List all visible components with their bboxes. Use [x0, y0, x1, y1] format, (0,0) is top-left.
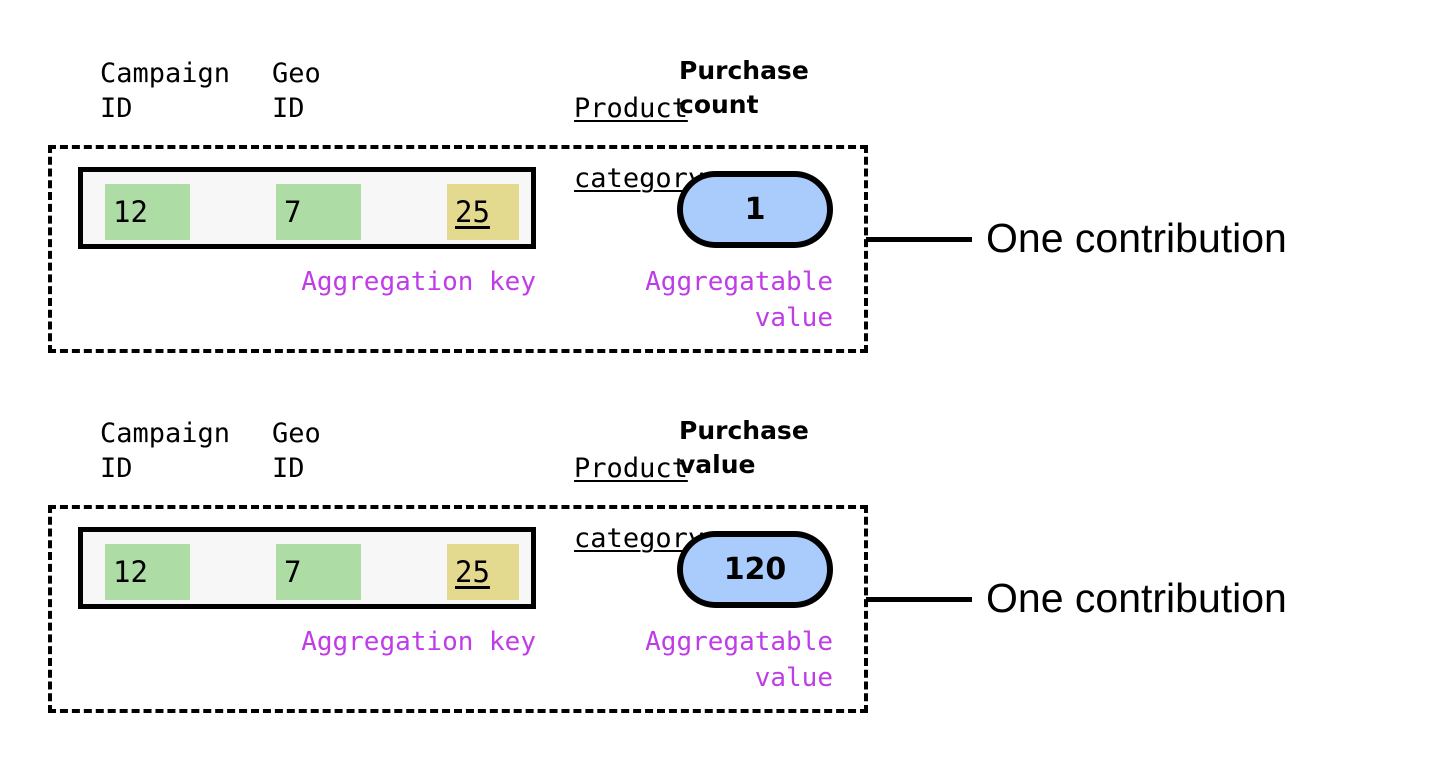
key-cell-product-category-value: 25 — [455, 195, 490, 229]
leader-line — [866, 597, 972, 602]
aggregatable-value-capsule: 120 — [677, 531, 833, 608]
aggregation-key-box: 12 7 25 — [78, 527, 536, 609]
leader-line — [866, 237, 972, 242]
header-campaign-id: Campaign ID — [100, 58, 231, 124]
key-cell-geo-id: 7 — [276, 544, 361, 600]
contribution-boundary — [48, 145, 868, 353]
header-campaign-id: Campaign ID — [100, 418, 231, 484]
aggregation-key-box: 12 7 25 — [78, 167, 536, 249]
aggregatable-value-capsule: 1 — [677, 171, 833, 248]
caption-one-contribution: One contribution — [986, 215, 1287, 261]
annotation-aggregation-key: Aggregation key — [301, 267, 536, 297]
column-headers: Campaign ID Geo ID Product category Purc… — [0, 56, 1442, 194]
key-cell-product-category: 25 — [447, 184, 519, 240]
header-purchase-value: Purchase value — [679, 416, 809, 479]
contribution-boundary — [48, 505, 868, 713]
column-headers: Campaign ID Geo ID Product category Purc… — [0, 416, 1442, 554]
annotation-aggregatable-value: Aggregatable value — [645, 627, 833, 693]
header-product-category: Product category — [444, 416, 704, 591]
key-cell-campaign-id: 12 — [105, 544, 190, 600]
key-cell-campaign-id: 12 — [105, 184, 190, 240]
header-geo-id: Geo ID — [272, 418, 321, 484]
caption-one-contribution: One contribution — [986, 575, 1287, 621]
header-geo-id: Geo ID — [272, 58, 321, 124]
header-product-category-line1: Product — [574, 453, 688, 484]
key-cell-product-category: 25 — [447, 544, 519, 600]
annotation-aggregation-key: Aggregation key — [301, 627, 536, 657]
header-product-category: Product category — [444, 56, 704, 231]
header-product-category-line1: Product — [574, 93, 688, 124]
key-cell-geo-id: 7 — [276, 184, 361, 240]
annotation-aggregatable-value: Aggregatable value — [645, 267, 833, 333]
key-cell-product-category-value: 25 — [455, 555, 490, 589]
header-purchase-count: Purchase count — [679, 56, 809, 119]
